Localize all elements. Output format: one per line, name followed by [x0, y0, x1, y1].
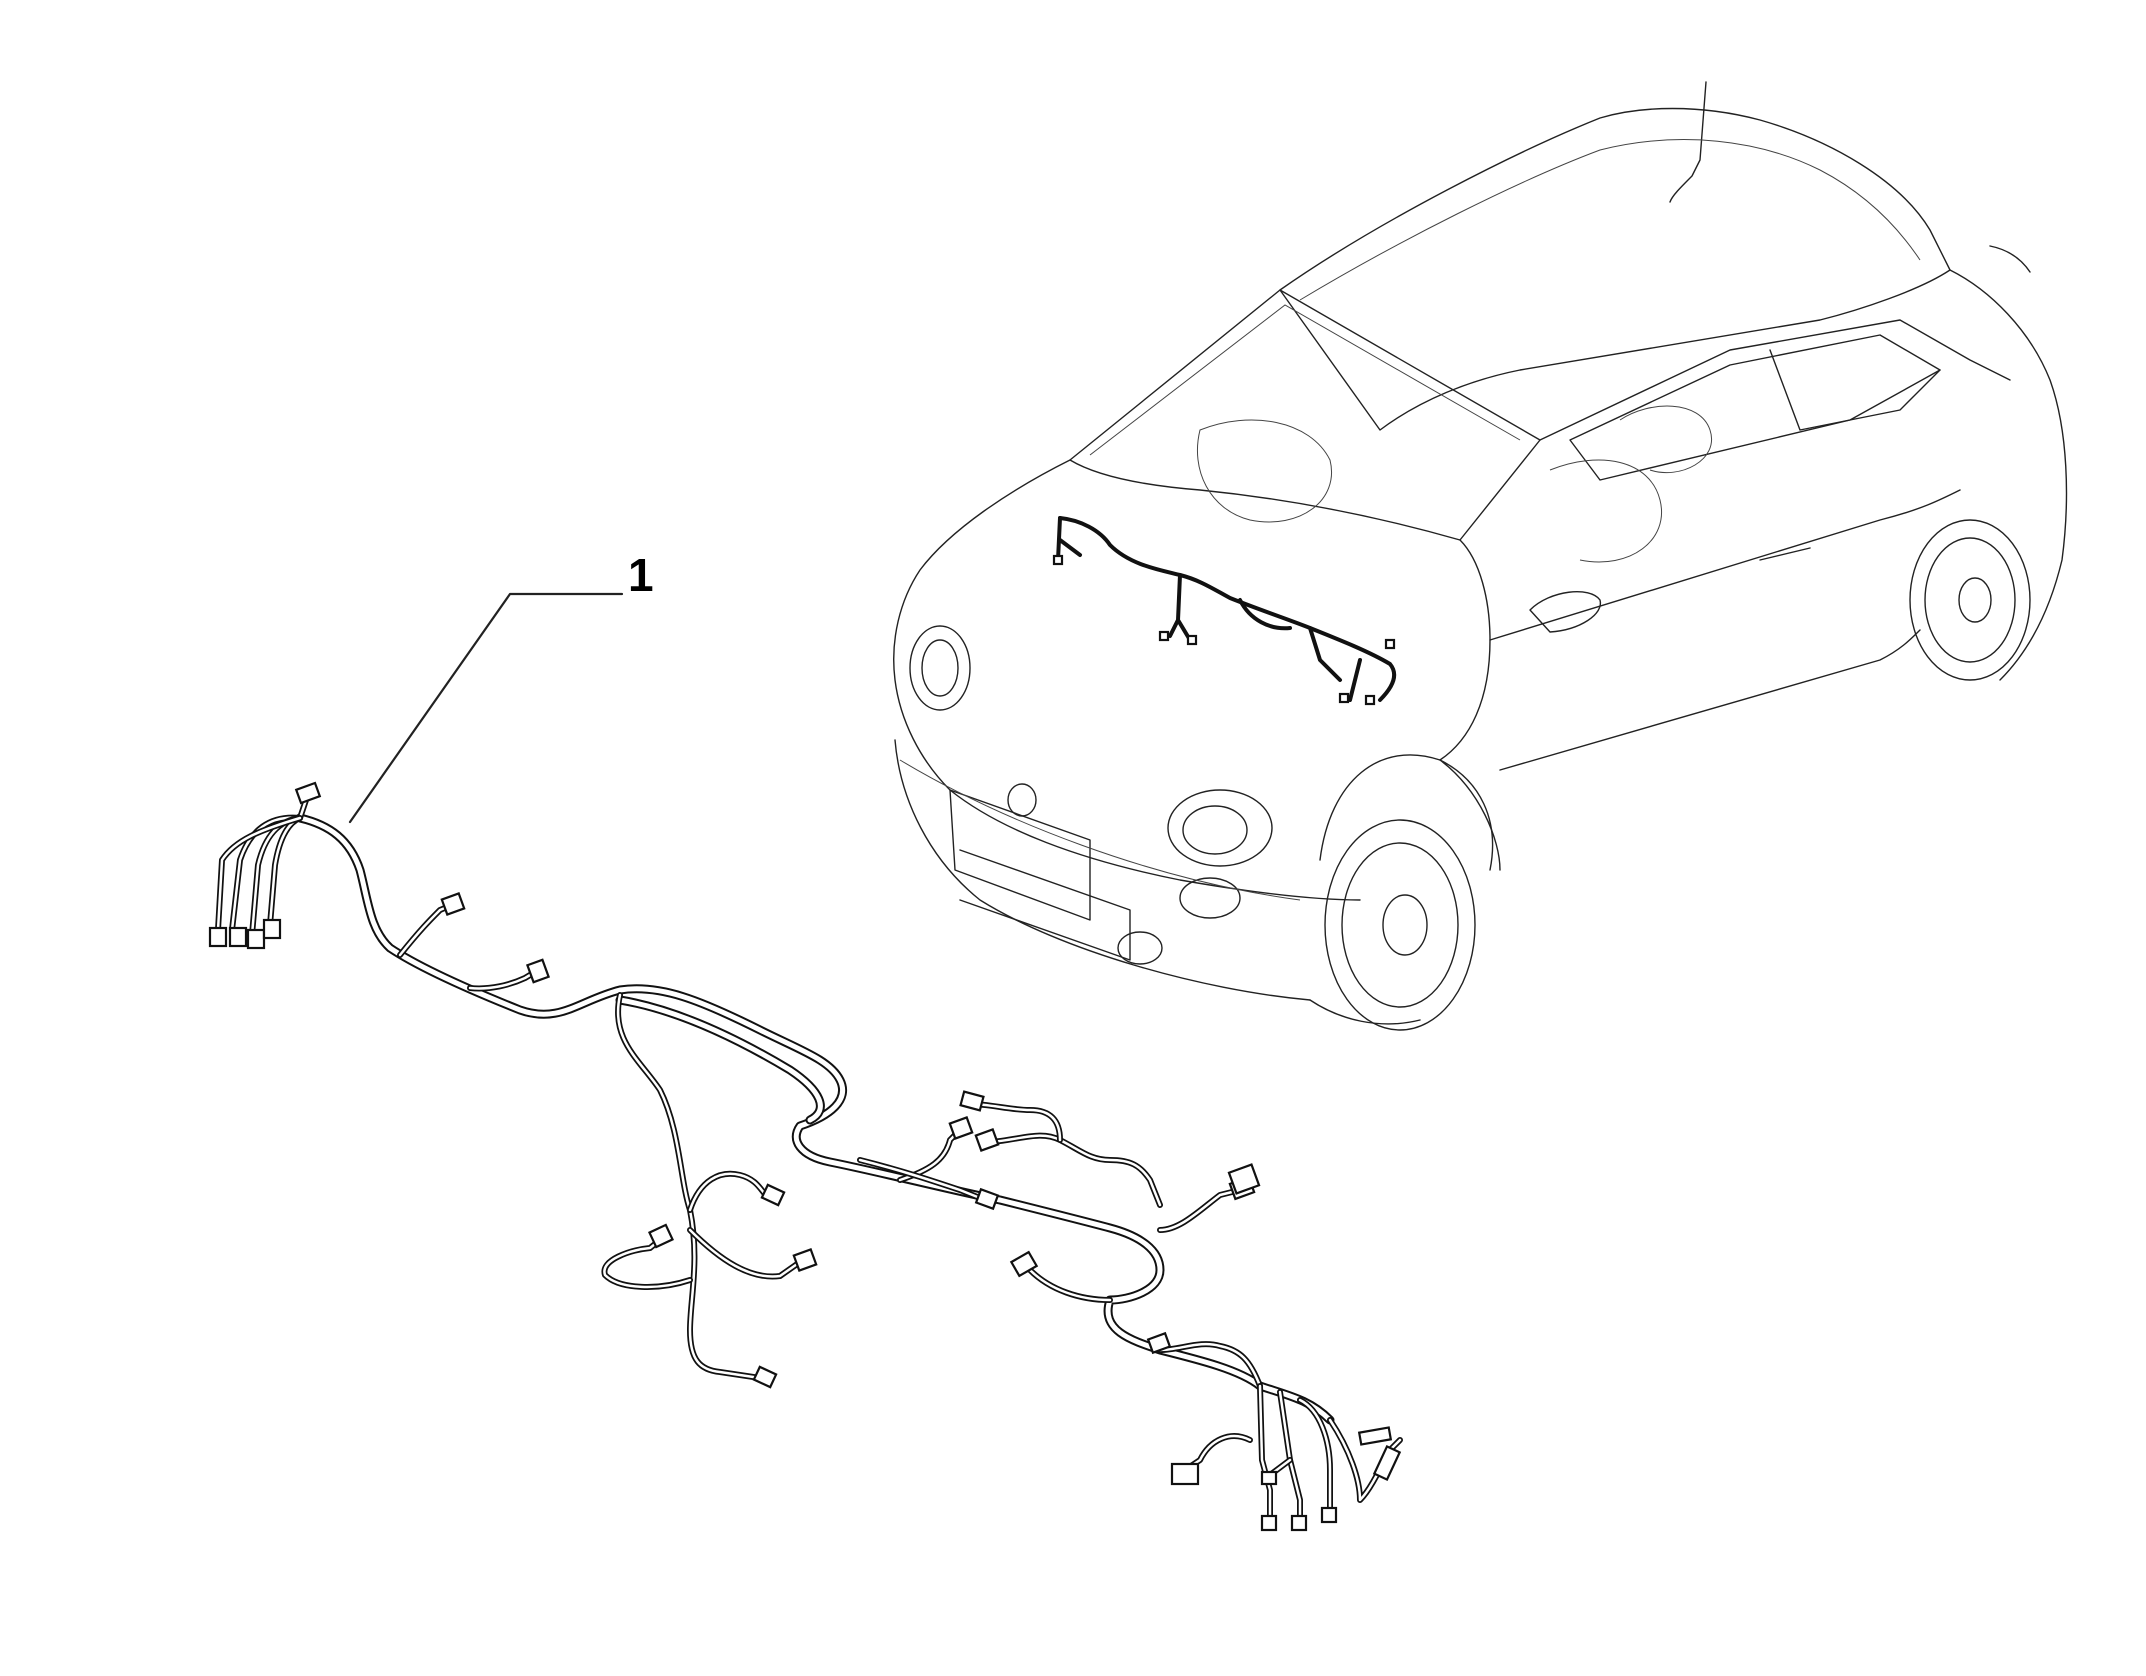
car-outline-drawing	[893, 81, 2068, 1031]
harness-connectors	[208, 781, 1402, 1532]
callout-leader-line	[348, 592, 624, 824]
callout-label-1: 1	[628, 549, 654, 601]
car-harness-location	[1052, 516, 1397, 706]
wiring-harness-part-1	[208, 781, 1403, 1532]
